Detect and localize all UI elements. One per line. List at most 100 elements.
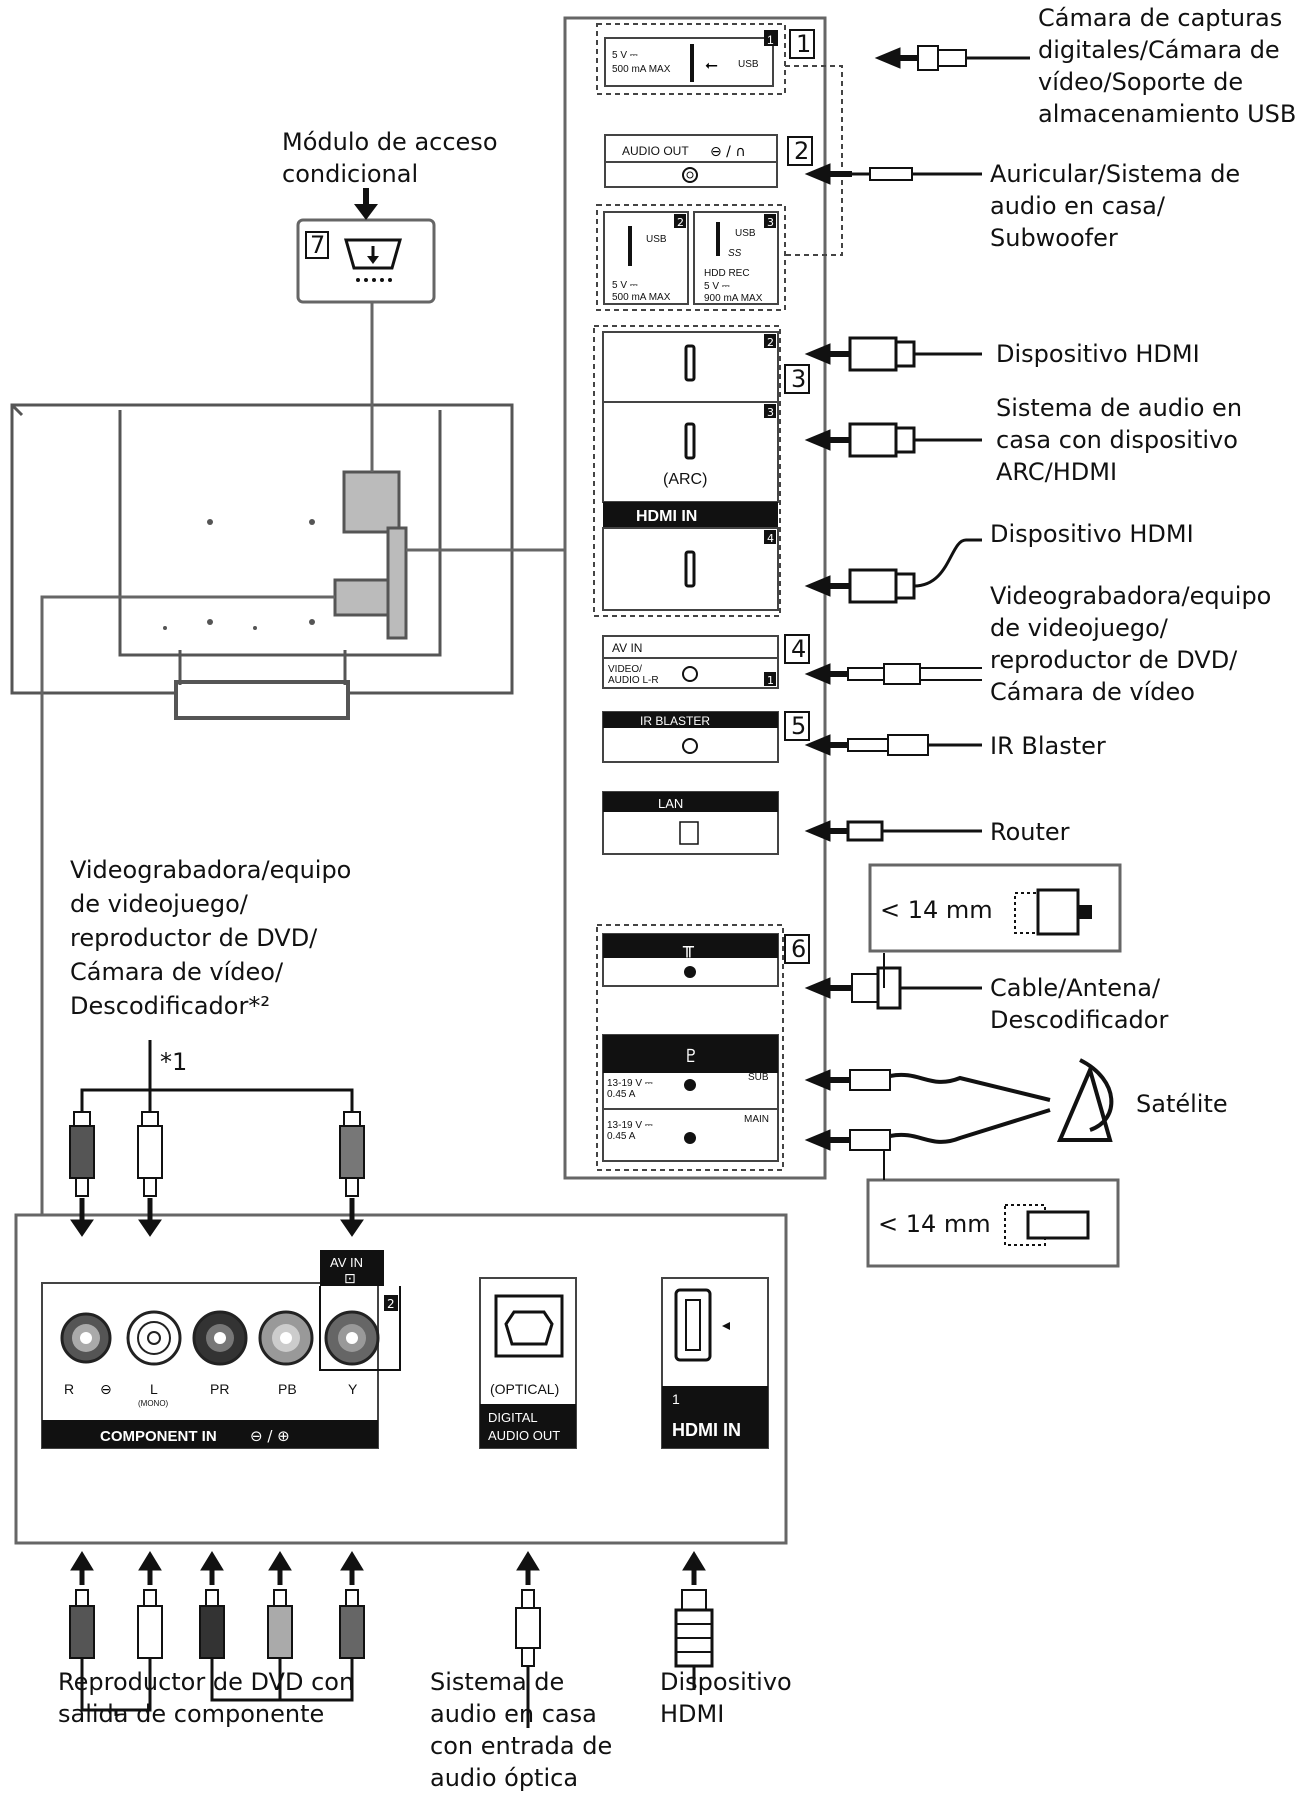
lan-label: LAN: [658, 796, 683, 811]
usb3-tag: 3: [767, 216, 774, 229]
av-right-label-3: reproductor de DVD/: [990, 646, 1238, 674]
ir-blaster-port[interactable]: IR BLASTER: [602, 711, 779, 763]
number-5: 5: [791, 712, 806, 740]
optical-system-label-2: audio en casa: [430, 1700, 597, 1728]
headphone-label-3: Subwoofer: [990, 224, 1118, 252]
ir-blaster-label: IR Blaster: [990, 732, 1106, 760]
router-label: Router: [990, 818, 1070, 846]
cable-antenna-label-1: Cable/Antena/: [990, 974, 1161, 1002]
audio-out-port[interactable]: AUDIO OUT ⊖ / ∩: [604, 134, 778, 188]
bottom-plugs: [69, 1589, 714, 1668]
size-top-label: < 14 mm: [880, 896, 993, 924]
tv-back-panel: [10, 403, 514, 720]
bottom-link-line: [40, 595, 335, 1215]
hdmi-device-label-2: Dispositivo HDMI: [996, 340, 1200, 368]
av-left-label-2: de videojuego/: [70, 890, 249, 918]
jack-pb-label: PB: [278, 1381, 297, 1397]
usb-device-label-2: digitales/Cámara de: [1038, 36, 1280, 64]
usb3-power-1: 5 V ⎓: [704, 281, 730, 292]
cam-slot: 7: [296, 218, 436, 304]
top-av-cable: [69, 1040, 365, 1197]
cable-antenna-label-2: Descodificador: [990, 1006, 1168, 1034]
optical-port[interactable]: (OPTICAL) DIGITAL AUDIO OUT: [479, 1277, 577, 1449]
usb3-power-2: 900 mA MAX: [704, 293, 763, 304]
usb1-power-1: 5 V ⎓: [612, 50, 638, 61]
hdmi-in-1-label: HDMI IN: [672, 1420, 741, 1440]
av-left-label-4: Cámara de vídeo/: [70, 958, 284, 986]
sat-main-label: MAIN: [744, 1114, 769, 1125]
jack-l[interactable]: [126, 1310, 182, 1366]
bottom-top-arrows: [70, 1198, 364, 1237]
usb-port-1[interactable]: 1 5 V ⎓ 500 mA MAX USB ⭠: [596, 23, 786, 95]
av-in-label: AV IN: [612, 641, 642, 655]
hdmi-device-label-4: Dispositivo HDMI: [990, 520, 1194, 548]
component-av-in-2-ports[interactable]: AV IN ⊡ 2 R ⊖ L (MONO) PR PB Y COMPONENT…: [41, 1250, 401, 1449]
headphone-label-1: Auricular/Sistema de: [990, 160, 1240, 188]
headphone-icon: ⊖ / ∩: [710, 144, 746, 160]
tv-screw-dots: [163, 519, 315, 630]
sat-main-power-1: 13-19 V ⎓: [607, 1120, 653, 1131]
jack-r[interactable]: [60, 1312, 112, 1364]
av-right-label-4: Cámara de vídeo: [990, 678, 1195, 706]
hdmi-1-port[interactable]: 1 HDMI IN: [661, 1277, 769, 1449]
hdmi1-tag: 1: [672, 1391, 680, 1407]
usb1-label: USB: [738, 59, 759, 70]
number-7: 7: [310, 231, 325, 259]
jack-pr-label: PR: [210, 1381, 229, 1397]
jack-pr[interactable]: [192, 1310, 248, 1366]
usb1-power-2: 500 mA MAX: [612, 64, 671, 75]
component-in-icons: ⊖ / ⊕: [250, 1427, 290, 1445]
digital-audio-out-2: AUDIO OUT: [488, 1428, 560, 1443]
size-inset-top: < 14 mm: [868, 863, 1122, 988]
hdmi3-tag: 3: [767, 406, 774, 419]
bottom-cables: [80, 1658, 696, 1728]
optical-system-label-1: Sistema de: [430, 1668, 564, 1696]
jack-y[interactable]: [324, 1310, 380, 1366]
usb2-power-1: 5 V ⎓: [612, 280, 638, 291]
usb-icon: ⭠: [705, 55, 718, 74]
usb2-tag: 2: [677, 216, 684, 229]
satellite-label: Satélite: [1136, 1090, 1228, 1118]
av-in-2-icon: ⊡: [344, 1271, 356, 1287]
audio-in-icon: ⊖: [100, 1382, 112, 1398]
usb-ports-2-3[interactable]: 2 3 USB 5 V ⎓ 500 mA MAX USB SS HDD REC …: [596, 204, 786, 311]
av-left-label-1: Videograbadora/equipo: [70, 856, 351, 884]
av1-tag: 1: [767, 674, 774, 687]
dvd-component-label-1: Reproductor de DVD con: [58, 1668, 354, 1696]
jack-r-label: R: [64, 1381, 74, 1397]
usb3-hdd: HDD REC: [704, 268, 750, 279]
headphone-label-2: audio en casa/: [990, 192, 1166, 220]
jack-pb[interactable]: [258, 1310, 314, 1366]
size-inset-bottom: < 14 mm: [866, 1150, 1120, 1268]
cam-module-label-1: Módulo de acceso: [282, 128, 498, 156]
sat-sub-power-1: 13-19 V ⎓: [607, 1078, 653, 1089]
hdmi2-tag: 2: [767, 336, 774, 349]
usb2-label: USB: [646, 234, 667, 245]
number-1: 1: [796, 30, 811, 58]
antenna-satellite-ports[interactable]: ╥ ♇ 13-19 V ⎓ 0.45 A SUB 13-19 V ⎓ 0.45 …: [596, 924, 784, 1171]
lan-port[interactable]: LAN: [602, 791, 779, 855]
mono-label: (MONO): [138, 1399, 169, 1408]
arc-system-label-1: Sistema de audio en: [996, 394, 1242, 422]
optical-system-label-3: con entrada de: [430, 1732, 612, 1760]
arc-system-label-2: casa con dispositivo: [996, 426, 1238, 454]
av-in-1-port[interactable]: 1 AV IN VIDEO/ AUDIO L-R: [602, 635, 779, 689]
jack-l-label: L: [150, 1381, 158, 1397]
number-2: 2: [794, 137, 809, 165]
av-right-label-2: de videojuego/: [990, 614, 1169, 642]
optical-system-label-4: audio óptica: [430, 1764, 578, 1792]
dvd-component-label-2: salida de componente: [58, 1700, 324, 1728]
number-4: 4: [791, 635, 806, 663]
cam-module-label-2: condicional: [282, 160, 418, 188]
hdmi-in-label: HDMI IN: [636, 508, 697, 525]
number-6: 6: [791, 935, 806, 963]
usb-device-label-1: Cámara de capturas: [1038, 4, 1282, 32]
audio-out-label: AUDIO OUT: [622, 144, 689, 158]
hdmi-ports-2-4[interactable]: 2 3 4 (ARC) HDMI IN: [593, 325, 781, 617]
hdmi-device-1-label-1: Dispositivo: [660, 1668, 792, 1696]
jack-y-label: Y: [348, 1381, 358, 1397]
ir-blaster-port-label: IR BLASTER: [640, 714, 710, 728]
sat-main-power-2: 0.45 A: [607, 1131, 636, 1142]
av-right-label-1: Videograbadora/equipo: [990, 582, 1271, 610]
footnote-1: *1: [160, 1048, 187, 1076]
